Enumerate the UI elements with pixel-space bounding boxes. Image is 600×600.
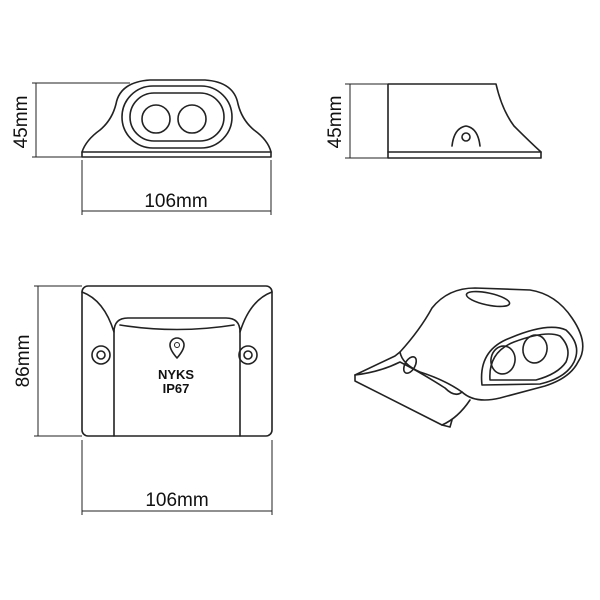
front-width-dimension: 106mm <box>81 160 272 215</box>
front-width-label: 106mm <box>144 191 207 212</box>
front-height-label: 45mm <box>11 96 32 149</box>
top-view: NYKS IP67 <box>81 285 273 437</box>
top-width-label: 106mm <box>145 490 208 511</box>
top-height-dimension: 86mm <box>13 285 82 437</box>
location-pin-icon <box>169 337 185 359</box>
front-height-dimension: 45mm <box>11 82 130 158</box>
side-height-label: 45mm <box>325 96 346 149</box>
side-view <box>387 83 542 159</box>
isometric-view <box>354 287 584 428</box>
side-height-dimension: 45mm <box>325 83 388 159</box>
top-height-label: 86mm <box>13 335 34 388</box>
rating-label: IP67 <box>163 381 190 396</box>
top-width-dimension: 106mm <box>81 440 273 515</box>
front-view <box>81 79 272 158</box>
brand-label: NYKS <box>158 367 194 382</box>
